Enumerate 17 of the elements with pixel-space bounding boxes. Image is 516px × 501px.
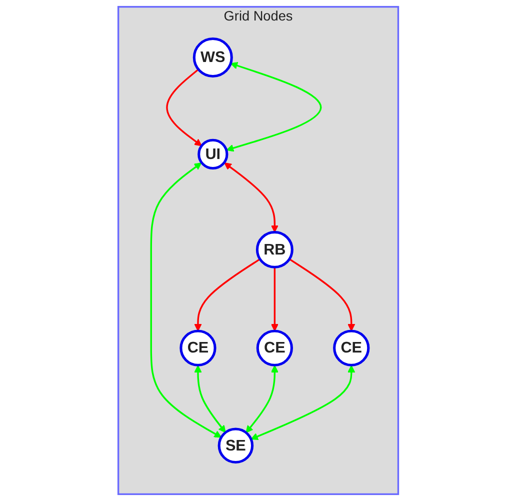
node-circle: CE	[332, 330, 370, 366]
node-circle: CE	[256, 330, 293, 366]
node-circle: RB	[256, 230, 294, 268]
arrow	[166, 68, 202, 146]
arrow	[288, 258, 355, 332]
node-circle: CE	[179, 330, 216, 366]
arrow	[224, 162, 278, 232]
node-circle: WS	[192, 37, 233, 78]
arrow	[245, 365, 278, 433]
arrow	[150, 162, 222, 438]
arrow	[226, 62, 322, 152]
arrow	[250, 365, 355, 440]
arrow	[194, 258, 260, 332]
arrow	[270, 267, 278, 332]
node-circle: SE	[218, 428, 254, 464]
arrow	[194, 365, 226, 433]
node-circle: UI	[197, 138, 228, 170]
